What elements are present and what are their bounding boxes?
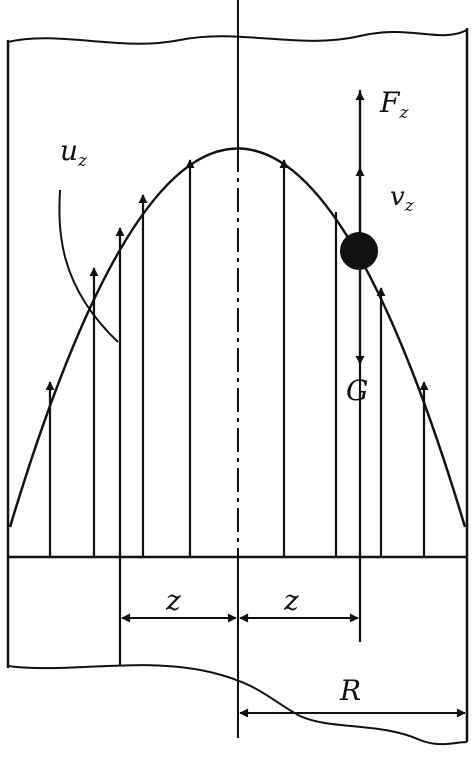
velocity-arrows bbox=[45, 159, 429, 665]
label-u: uz bbox=[60, 134, 88, 171]
label-v: vz bbox=[390, 182, 415, 216]
top-break-line bbox=[7, 29, 468, 45]
label-G: G bbox=[346, 374, 368, 407]
label-z-right: z bbox=[283, 584, 299, 617]
label-z-left: z bbox=[165, 584, 181, 617]
label-R: R bbox=[339, 674, 361, 707]
velocity-profile-curve bbox=[8, 147, 467, 528]
label-F: Fz bbox=[379, 86, 409, 123]
u-label-leader bbox=[58, 189, 119, 343]
particle bbox=[340, 232, 378, 270]
bottom-break-line bbox=[7, 664, 468, 746]
